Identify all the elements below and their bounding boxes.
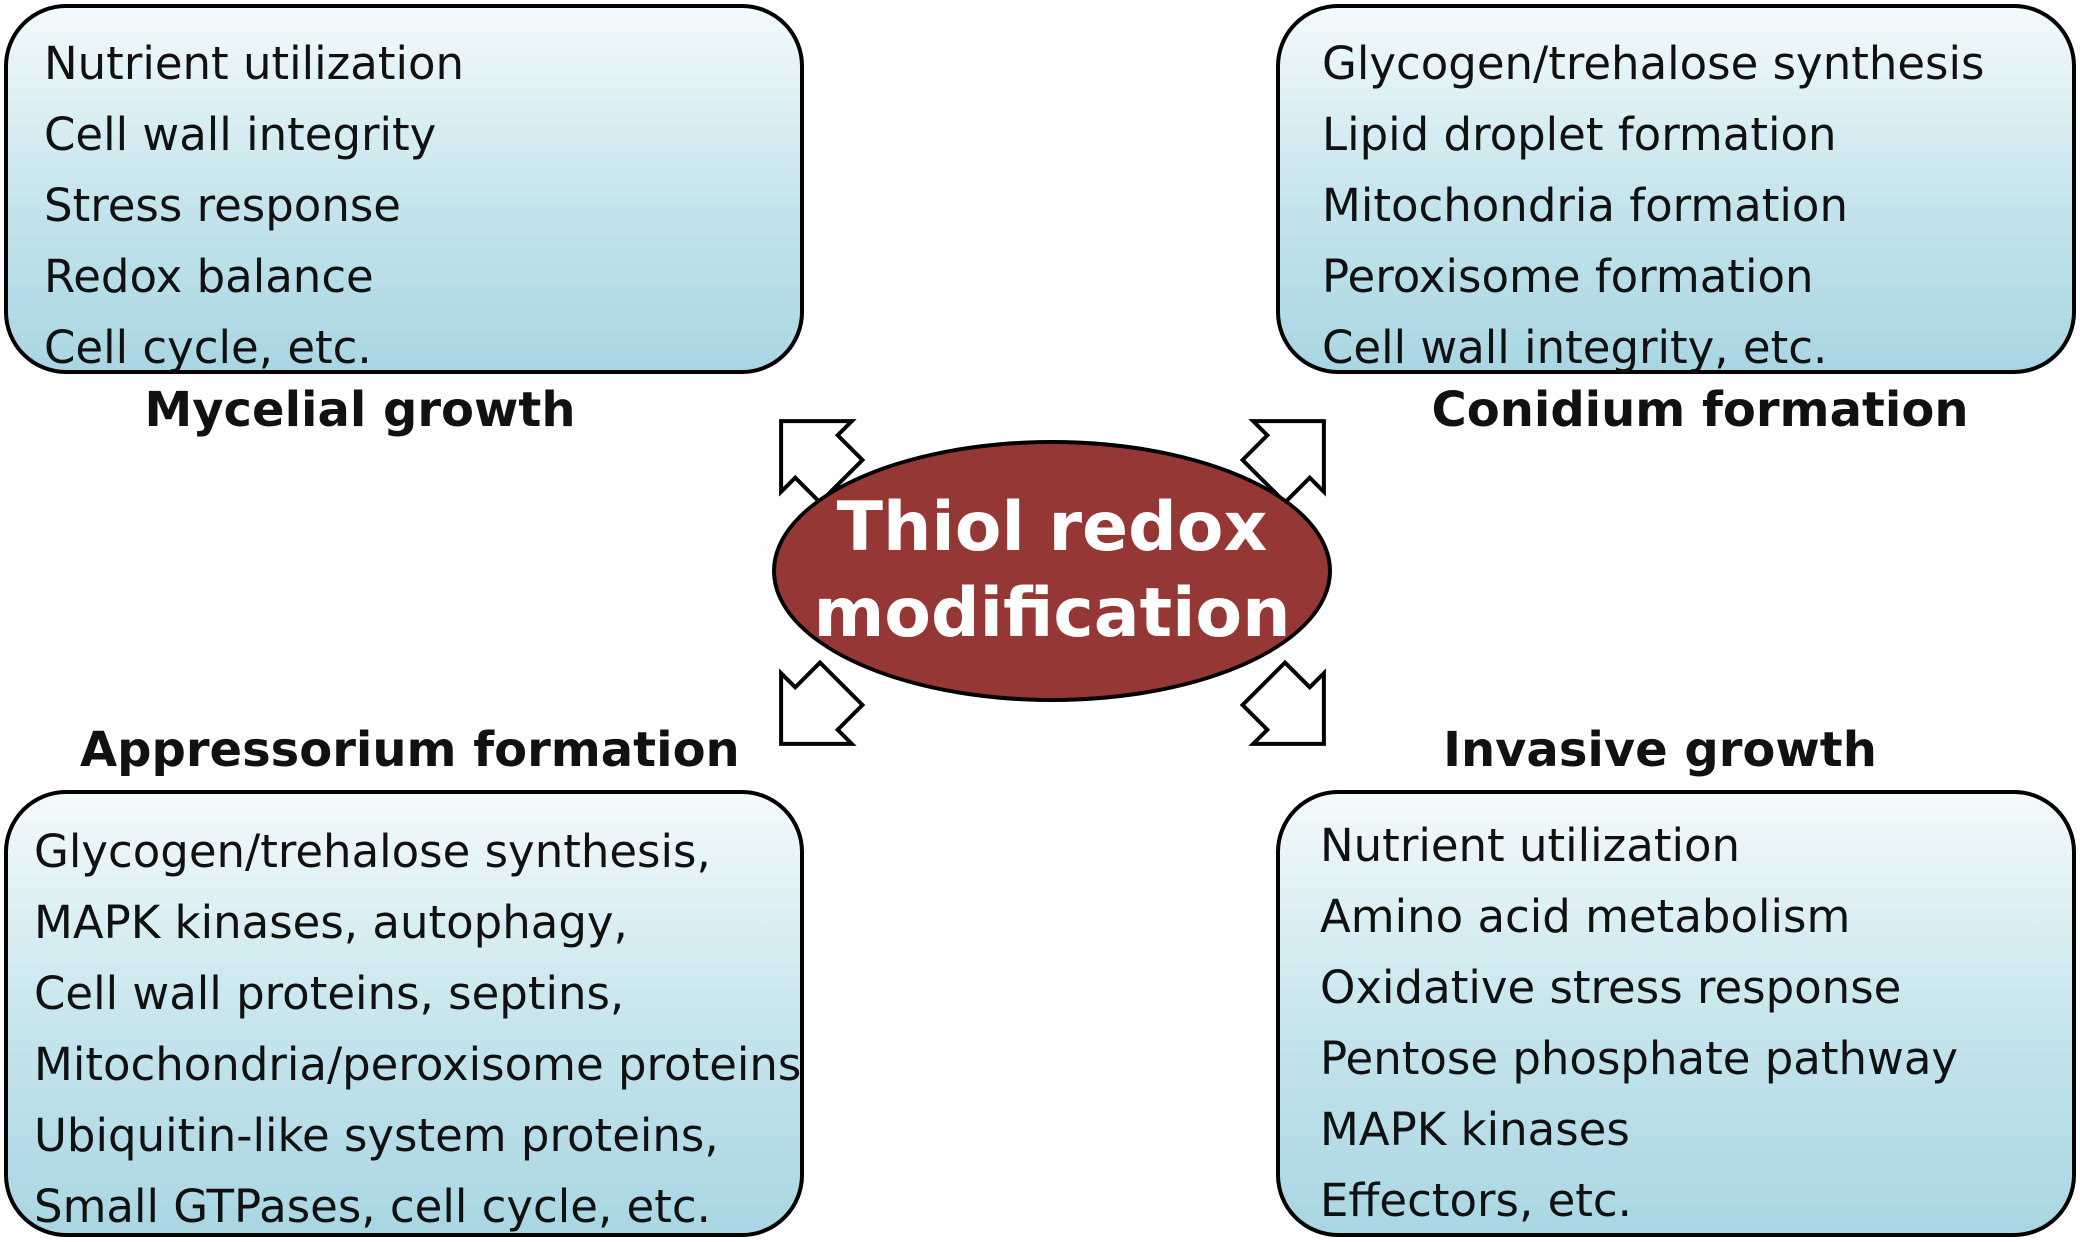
- invasive-growth-heading: Invasive growth: [1443, 722, 1877, 778]
- list-item: Cell cycle, etc.: [44, 321, 372, 374]
- appressorium-formation-box: Glycogen/trehalose synthesis, MAPK kinas…: [4, 790, 804, 1237]
- list-item: Nutrient utilization: [44, 37, 465, 90]
- mycelial-growth-box: Nutrient utilization Cell wall integrity…: [4, 4, 804, 374]
- list-item: Nutrient utilization: [1320, 819, 1741, 872]
- conidium-formation-heading: Conidium formation: [1431, 382, 1969, 438]
- list-item: Oxidative stress response: [1320, 961, 1902, 1014]
- list-item: MAPK kinases: [1320, 1103, 1630, 1156]
- list-item: Mitochondria formation: [1322, 179, 1848, 232]
- arrow-down-right-icon: [1228, 648, 1359, 779]
- list-item: Cell wall integrity, etc.: [1322, 321, 1828, 374]
- list-item: Effectors, etc.: [1320, 1174, 1632, 1227]
- list-item: Cell wall integrity: [44, 108, 437, 161]
- list-item: Stress response: [44, 179, 401, 232]
- list-item: Glycogen/trehalose synthesis,: [34, 825, 711, 878]
- list-item: Redox balance: [44, 250, 374, 303]
- list-item: Mitochondria/peroxisome proteins: [34, 1038, 802, 1091]
- list-item: Ubiquitin-like system proteins,: [34, 1109, 719, 1162]
- list-item: Peroxisome formation: [1322, 250, 1814, 303]
- list-item: Pentose phosphate pathway: [1320, 1032, 1959, 1085]
- center-title-line2: modification: [813, 574, 1291, 653]
- list-item: Lipid droplet formation: [1322, 108, 1837, 161]
- list-item: Cell wall proteins, septins,: [34, 967, 625, 1020]
- list-item: Small GTPases, cell cycle, etc.: [34, 1180, 711, 1233]
- list-item: Amino acid metabolism: [1320, 890, 1851, 943]
- conidium-formation-box: Glycogen/trehalose synthesis Lipid dropl…: [1276, 4, 2076, 374]
- arrow-down-left-icon: [746, 648, 877, 779]
- center-title-line1: Thiol redox: [836, 488, 1268, 567]
- invasive-growth-box: Nutrient utilization Amino acid metaboli…: [1276, 790, 2076, 1237]
- thiol-redox-ellipse: Thiol redox modification: [772, 440, 1332, 702]
- appressorium-formation-heading: Appressorium formation: [80, 722, 740, 778]
- list-item: Glycogen/trehalose synthesis: [1322, 37, 1985, 90]
- mycelial-growth-heading: Mycelial growth: [144, 382, 576, 438]
- list-item: MAPK kinases, autophagy,: [34, 896, 628, 949]
